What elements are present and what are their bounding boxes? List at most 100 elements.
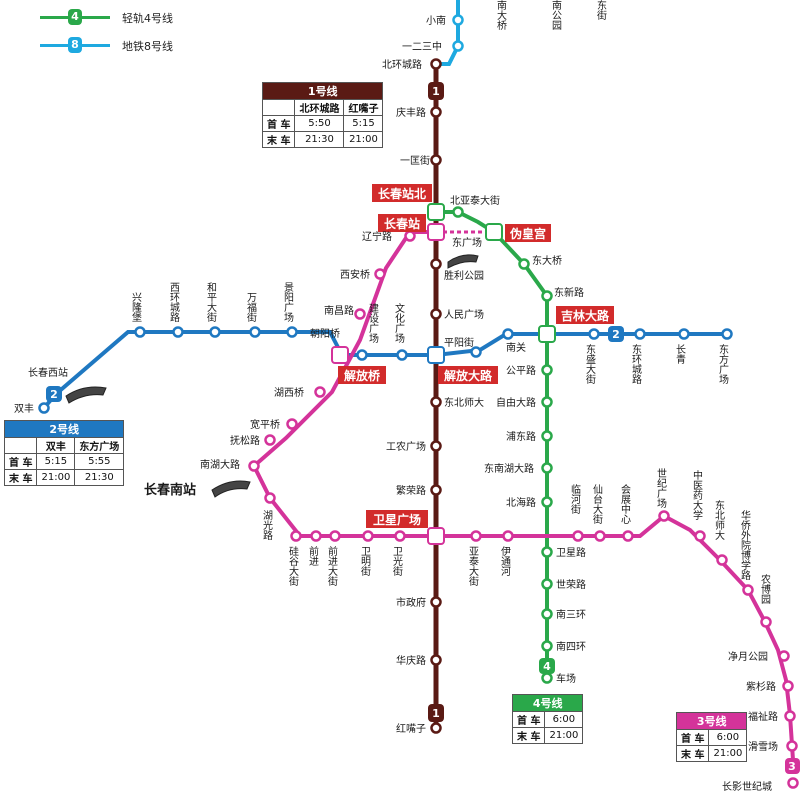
label-dongbeishida: 东北师大	[444, 396, 484, 409]
hub-jiefang-dalu: 解放大路	[444, 368, 493, 383]
label-nanchanglu: 南昌路	[324, 304, 354, 317]
label-nongboyuan: 农博园	[759, 573, 771, 605]
hub-jilin-dalu: 吉林大路	[561, 308, 610, 323]
timetable-line1-last-label: 末 车	[261, 131, 296, 148]
line-badges: 1 1 2 2 4 3	[46, 82, 800, 774]
label-zishanlu: 紫杉路	[746, 680, 776, 693]
label-shironglu: 世荣路	[556, 578, 586, 591]
label-dongguangchang: 东广场	[452, 236, 482, 249]
timetable-line1-first2: 5:15	[343, 115, 384, 132]
timetable-line2-last1: 21:00	[36, 469, 76, 486]
label-shuangfeng: 双丰	[14, 402, 34, 415]
label-shijiguangchang: 世纪广场	[655, 468, 667, 509]
timetable-line1-col2: 红嘴子	[343, 99, 384, 116]
timetable-line2-last2: 21:30	[74, 469, 125, 486]
label-hongzuizi: 红嘴子	[396, 722, 426, 735]
timetable-line2-first2: 5:55	[74, 453, 125, 470]
label-shizhengfu: 市政府	[396, 596, 426, 609]
timetable-line3-first: 6:00	[708, 729, 748, 746]
label-xihuanchenglu: 西环城路	[168, 282, 180, 323]
label-chechang: 车场	[556, 672, 576, 685]
transfer-icons	[331, 203, 556, 545]
label-weixinglu: 卫星路	[556, 546, 586, 559]
label-yitonghe: 伊通河	[499, 546, 511, 576]
label-top-fragment-3: 东街	[595, 0, 607, 21]
legend-line4: 4 轻轨4号线	[40, 8, 240, 26]
label-fanronglu: 繁荣路	[396, 484, 426, 497]
timetable-line4-first-label: 首 车	[511, 711, 546, 728]
stations	[38, 14, 799, 789]
timetable-line3-last: 21:00	[708, 745, 748, 762]
label-fuzhilu: 福祉路	[748, 710, 778, 723]
legend-text-4: 轻轨4号线	[122, 12, 173, 25]
label-qianjin: 前进	[307, 545, 319, 566]
label-dongshengdajie: 东盛大街	[584, 343, 596, 385]
badge-line2-east: 2	[612, 328, 620, 341]
label-jingyuegongyuan: 净月公园	[728, 650, 768, 663]
label-xianqiao: 西安桥	[340, 268, 370, 281]
timetable-line1-first-label: 首 车	[261, 115, 296, 132]
label-huxiqiao: 湖西桥	[274, 387, 304, 399]
label-dongxinlu: 东新路	[554, 286, 584, 299]
label-changchun-xizhan: 长春西站	[28, 366, 68, 379]
label-wanfujie: 万福街	[245, 292, 257, 323]
train-icons	[65, 254, 479, 498]
label-huaqiaowaiyuan: 华侨外院博学路	[739, 509, 751, 581]
label-huizhanzhongxin: 会展中心	[619, 483, 631, 524]
label-qianjindajie: 前进大街	[326, 545, 338, 587]
label-pingyangjie: 平阳街	[444, 336, 474, 349]
label-huaxuechang: 滑雪场	[748, 740, 778, 753]
timetable-line1-last1: 21:30	[294, 131, 345, 148]
label-yikuangjie: 一匡街	[400, 154, 430, 167]
label-jiansheguangchang: 建设广场	[367, 302, 379, 344]
label-hepingdajie: 和平大街	[205, 282, 217, 323]
label-linhejie: 临河街	[569, 483, 581, 515]
hub-weixing-guangchang: 卫星广场	[373, 512, 421, 527]
hub-changchun-north: 长春站北	[378, 186, 426, 201]
label-zhongyiyaodaxue: 中医药大学	[691, 469, 703, 520]
label-jingyangguangchang: 景阳广场	[282, 282, 294, 323]
line3-path	[251, 230, 795, 761]
timetable-line1-col1: 北环城路	[294, 99, 345, 116]
label-xiantaidajie: 仙台大街	[591, 483, 603, 525]
timetable-line2-first1: 5:15	[36, 453, 76, 470]
timetable-line2-first-label: 首 车	[3, 453, 38, 470]
label-kuanpingqiao: 宽平桥	[250, 418, 280, 431]
legend-text-8: 地铁8号线	[122, 40, 173, 53]
label-changyingshijicheng: 长影世纪城	[722, 781, 772, 793]
hub-changchun-station: 长春站	[384, 216, 420, 231]
label-pudonglu: 浦东路	[506, 430, 536, 443]
label-huguanglu: 湖光路	[261, 510, 273, 541]
badge-line2-west: 2	[50, 388, 58, 401]
badge-line4-end: 4	[543, 660, 551, 673]
label-top-fragment-1: 南大桥	[495, 0, 507, 31]
label-nanhudalu: 南湖大路	[200, 458, 240, 471]
label-donghuanchenglu: 东环城路	[630, 343, 642, 385]
legend-line8: 8 地铁8号线	[40, 36, 240, 54]
label-renminguangchang: 人民广场	[444, 308, 484, 321]
timetable-line1-last2: 21:00	[343, 131, 384, 148]
label-dongfangguangchang: 东方广场	[717, 343, 729, 385]
train-icon	[211, 480, 251, 498]
label-xiaonan: 小南	[426, 14, 446, 27]
timetable-line4-last: 21:00	[544, 727, 584, 744]
label-changqing: 长青	[674, 344, 686, 365]
hub-jiefangqiao: 解放桥	[344, 368, 381, 383]
legend-badge-8: 8	[68, 37, 82, 53]
label-weimingjie: 卫明街	[359, 546, 371, 577]
timetable-line4-title: 4号线	[511, 694, 584, 712]
hub-labels: 长春站北 长春站 伪皇宫 吉林大路 解放桥 解放大路 卫星广场	[338, 184, 614, 528]
timetable-line3-last-label: 末 车	[675, 745, 710, 762]
label-liaoninglu: 辽宁路	[362, 230, 392, 243]
badge-line3-end: 3	[788, 760, 796, 773]
label-qingfenglu: 庆丰路	[396, 106, 426, 119]
label-weiguangjie: 卫光街	[391, 546, 403, 577]
label-gongnongguangchang: 工农广场	[386, 440, 426, 453]
badge-line1-top: 1	[432, 85, 440, 98]
timetable-line4-first: 6:00	[544, 711, 584, 728]
label-beiyataidajie: 北亚泰大街	[450, 194, 500, 207]
